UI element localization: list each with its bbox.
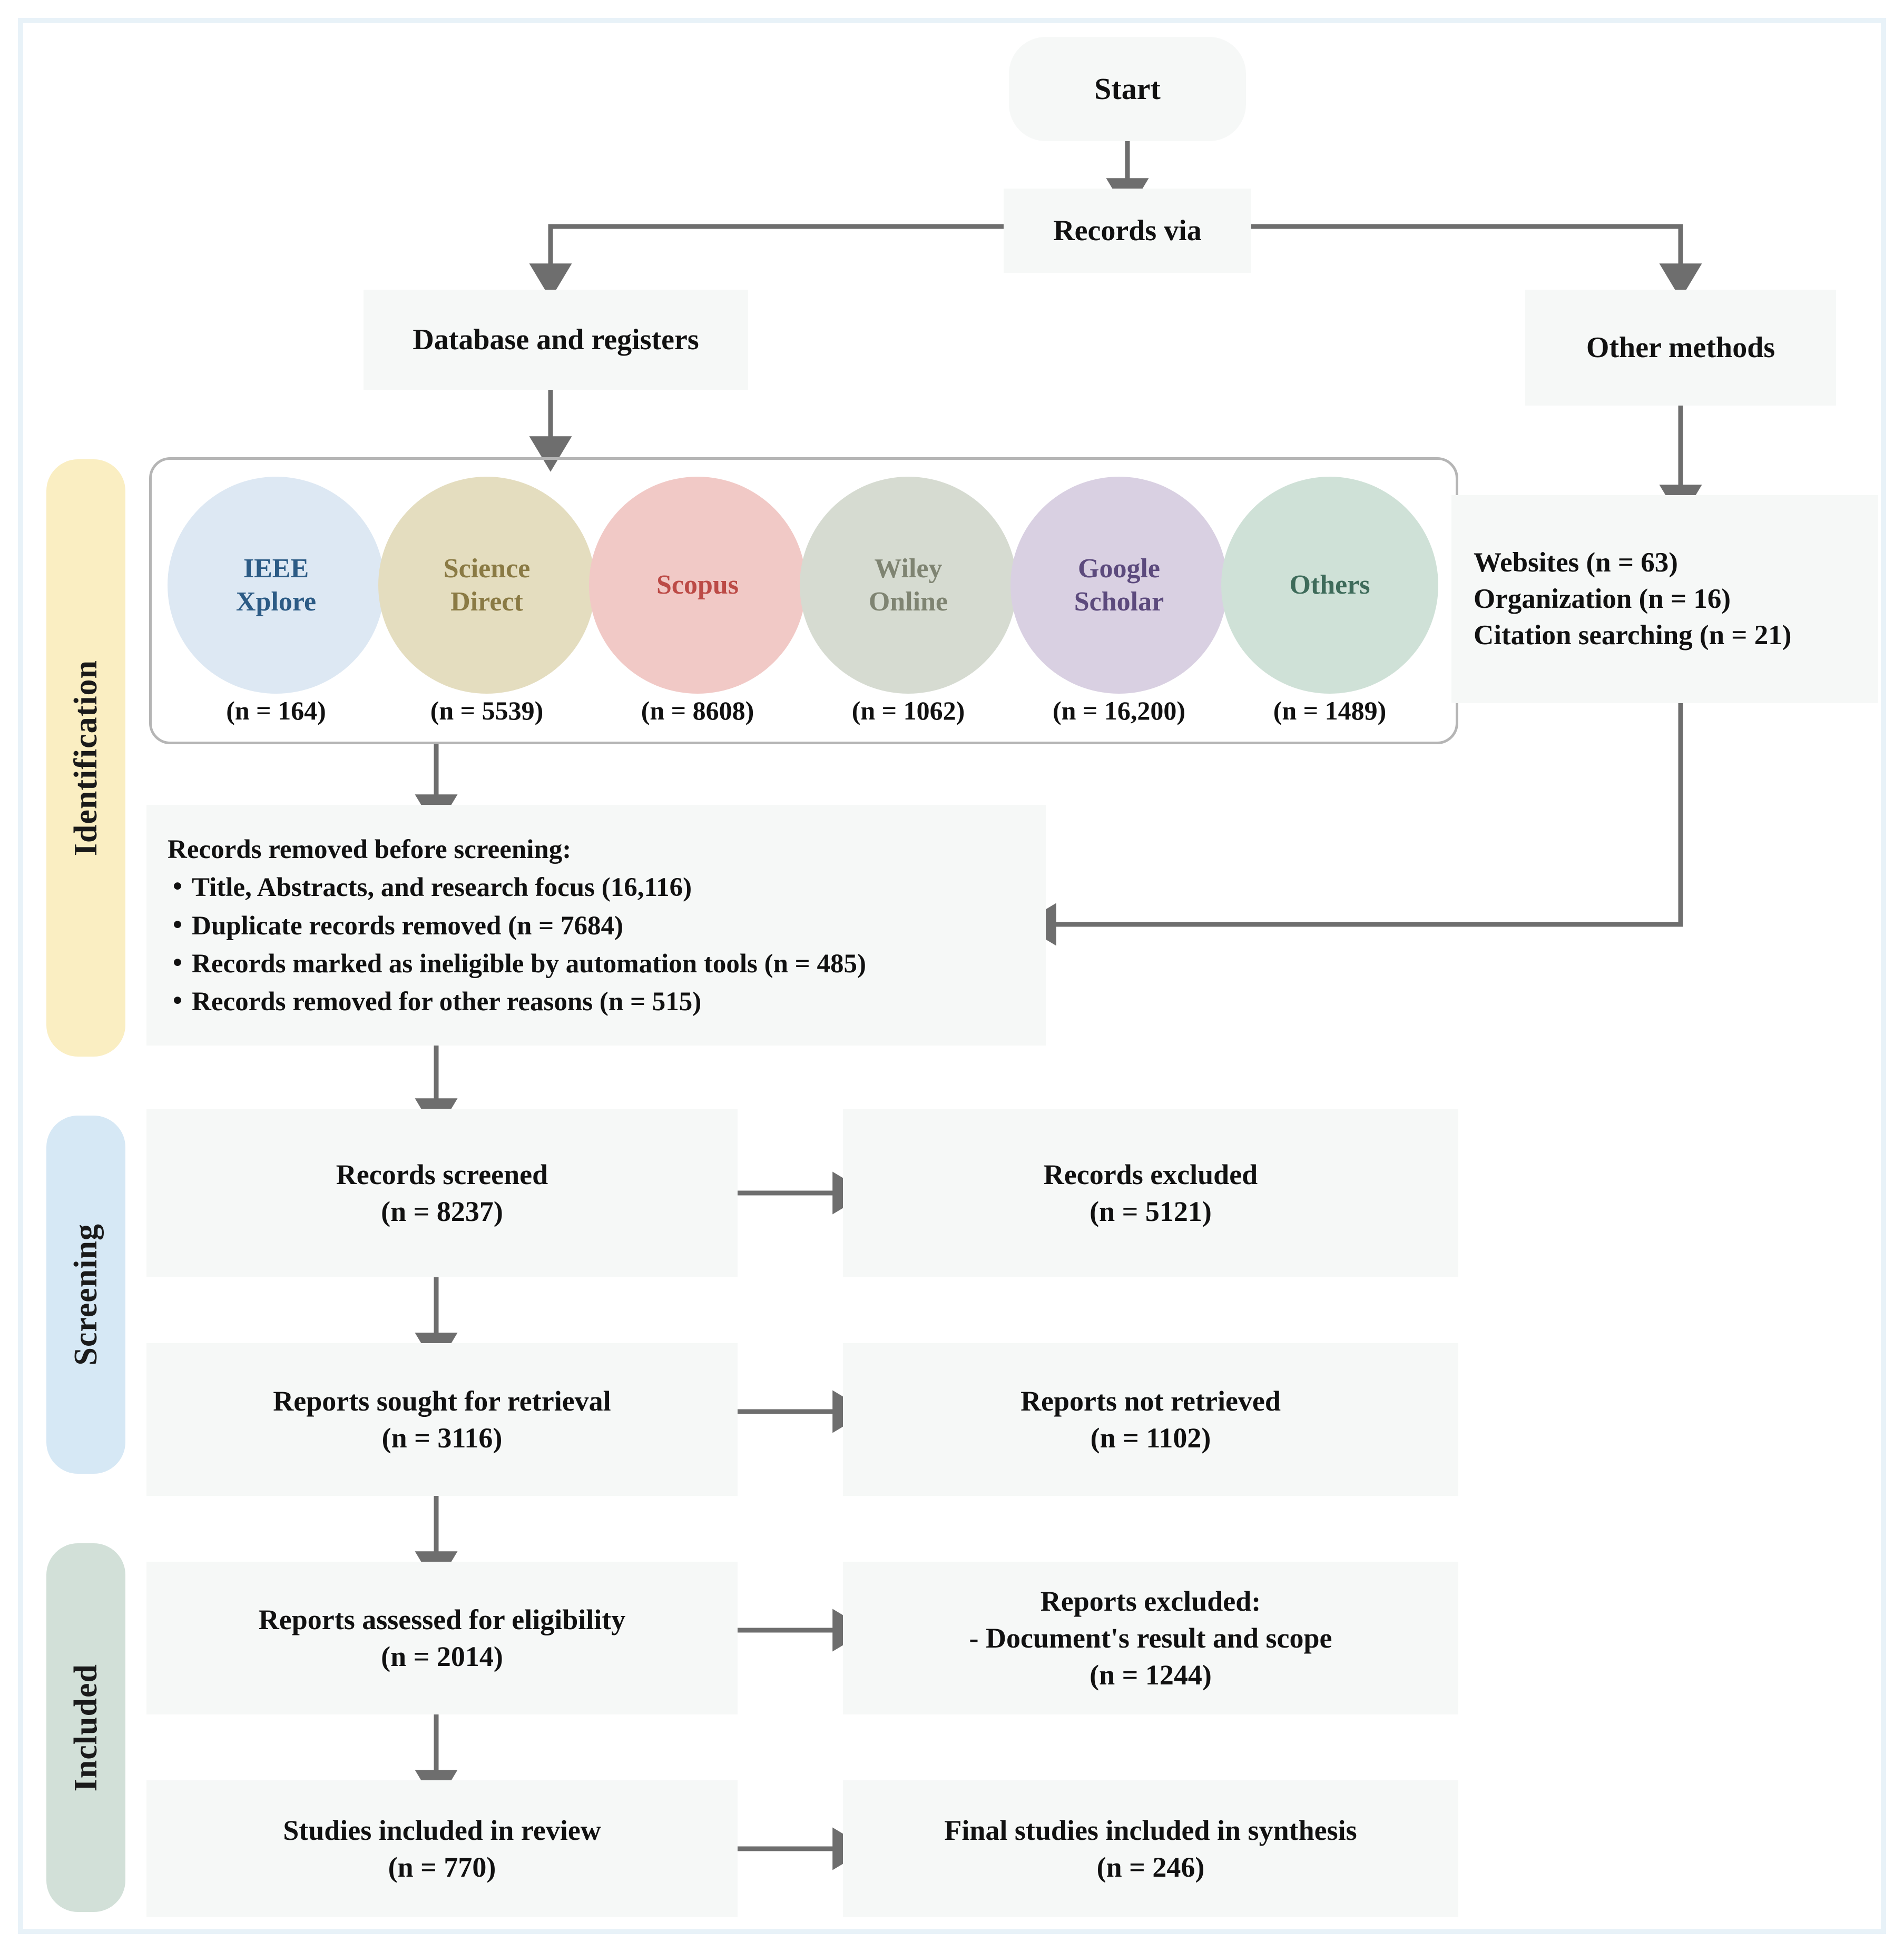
node-reports-not-retrieved[interactable]: Reports not retrieved (n = 1102) — [843, 1343, 1458, 1496]
source-circle-wiley-online-line2: Online — [868, 587, 948, 617]
node-records-via-label: Records via — [1053, 214, 1202, 247]
node-reports-sought-count: (n = 3116) — [381, 1422, 503, 1454]
node-records-removed-heading: Records removed before screening: — [168, 835, 572, 864]
node-records-via[interactable]: Records via — [1004, 189, 1251, 273]
node-reports-assessed-title: Reports assessed for eligibility — [258, 1603, 626, 1635]
node-reports-sought[interactable]: Reports sought for retrieval (n = 3116) — [146, 1343, 738, 1496]
node-reports-not-retrieved-title: Reports not retrieved — [1020, 1385, 1281, 1417]
node-reports-excluded-reason: - Document's result and scope — [969, 1622, 1332, 1654]
source-circle-others[interactable]: Others — [1221, 477, 1438, 694]
records-removed-bullet-3: Records marked as ineligible by automati… — [168, 945, 866, 981]
node-start-label: Start — [1094, 72, 1161, 106]
source-circle-google-scholar[interactable]: Google Scholar — [1010, 477, 1228, 694]
node-reports-not-retrieved-count: (n = 1102) — [1090, 1422, 1211, 1454]
node-reports-sought-title: Reports sought for retrieval — [273, 1385, 611, 1417]
phase-band-identification: Identification — [46, 459, 125, 1057]
source-circle-wiley-online[interactable]: Wiley Online — [800, 477, 1017, 694]
node-reports-assessed-count: (n = 2014) — [381, 1641, 503, 1672]
node-records-screened-count: (n = 8237) — [381, 1196, 503, 1227]
source-count-google-scholar: (n = 16,200) — [1052, 696, 1186, 725]
node-database-and-registers-label: Database and registers — [413, 323, 699, 356]
node-final-studies-count: (n = 246) — [1096, 1851, 1205, 1883]
node-studies-included-title: Studies included in review — [283, 1814, 601, 1846]
source-count-scopus: (n = 8608) — [641, 696, 754, 725]
node-reports-excluded[interactable]: Reports excluded: - Document's result an… — [843, 1562, 1458, 1714]
node-records-excluded-title: Records excluded — [1043, 1158, 1258, 1190]
node-other-methods-label: Other methods — [1586, 331, 1775, 364]
node-final-studies[interactable]: Final studies included in synthesis (n =… — [843, 1780, 1458, 1917]
node-other-sources-line-organization: Organization (n = 16) — [1474, 584, 1731, 615]
source-circle-ieee-xplore-line1: IEEE — [243, 553, 309, 584]
source-count-ieee-xplore: (n = 164) — [226, 696, 326, 725]
node-records-removed[interactable]: Records removed before screening: Title,… — [146, 805, 1046, 1046]
node-reports-excluded-count: (n = 1244) — [1090, 1659, 1212, 1691]
records-removed-bullet-4: Records removed for other reasons (n = 5… — [168, 983, 866, 1019]
node-reports-assessed[interactable]: Reports assessed for eligibility (n = 20… — [146, 1562, 738, 1714]
source-circle-google-scholar-line1: Google — [1078, 553, 1160, 584]
source-circle-science-direct[interactable]: Science Direct — [378, 477, 595, 694]
source-circle-others-line1: Others — [1289, 570, 1370, 600]
phase-band-screening: Screening — [46, 1116, 125, 1474]
node-start[interactable]: Start — [1009, 37, 1246, 141]
phase-band-included: Included — [46, 1543, 125, 1912]
source-circle-google-scholar-line2: Scholar — [1074, 587, 1164, 617]
source-circle-ieee-xplore[interactable]: IEEE Xplore — [168, 477, 385, 694]
phase-band-screening-label: Screening — [67, 1224, 104, 1366]
source-circle-ieee-xplore-line2: Xplore — [235, 587, 317, 617]
records-removed-bullet-2: Duplicate records removed (n = 7684) — [168, 908, 866, 943]
node-reports-excluded-title: Reports excluded: — [1040, 1585, 1261, 1617]
source-circle-science-direct-line1: Science — [443, 553, 531, 584]
node-studies-included[interactable]: Studies included in review (n = 770) — [146, 1780, 738, 1917]
phase-band-identification-label: Identification — [67, 659, 104, 856]
node-studies-included-count: (n = 770) — [388, 1851, 496, 1883]
source-circle-wiley-online-line1: Wiley — [874, 553, 943, 584]
node-records-removed-bullets: Title, Abstracts, and research focus (16… — [168, 867, 866, 1022]
source-circle-scopus[interactable]: Scopus — [589, 477, 806, 694]
source-circle-scopus-line1: Scopus — [656, 570, 739, 600]
source-count-wiley-online: (n = 1062) — [851, 696, 965, 725]
source-circle-science-direct-line2: Direct — [450, 587, 523, 617]
source-count-science-direct: (n = 5539) — [430, 696, 544, 725]
node-other-methods[interactable]: Other methods — [1525, 290, 1836, 406]
source-count-others: (n = 1489) — [1273, 696, 1387, 725]
node-other-sources-line-citation-searching: Citation searching (n = 21) — [1474, 619, 1792, 650]
node-database-and-registers[interactable]: Database and registers — [364, 290, 748, 390]
records-removed-bullet-1: Title, Abstracts, and research focus (16… — [168, 869, 866, 905]
node-records-excluded-count: (n = 5121) — [1090, 1196, 1212, 1227]
node-other-sources-line-websites: Websites (n = 63) — [1474, 547, 1678, 578]
node-other-sources[interactable]: Websites (n = 63) Organization (n = 16) … — [1451, 495, 1878, 703]
node-final-studies-title: Final studies included in synthesis — [944, 1814, 1357, 1846]
node-records-screened-title: Records screened — [336, 1158, 548, 1190]
node-records-excluded[interactable]: Records excluded (n = 5121) — [843, 1109, 1458, 1277]
node-records-screened[interactable]: Records screened (n = 8237) — [146, 1109, 738, 1277]
phase-band-included-label: Included — [67, 1663, 104, 1792]
